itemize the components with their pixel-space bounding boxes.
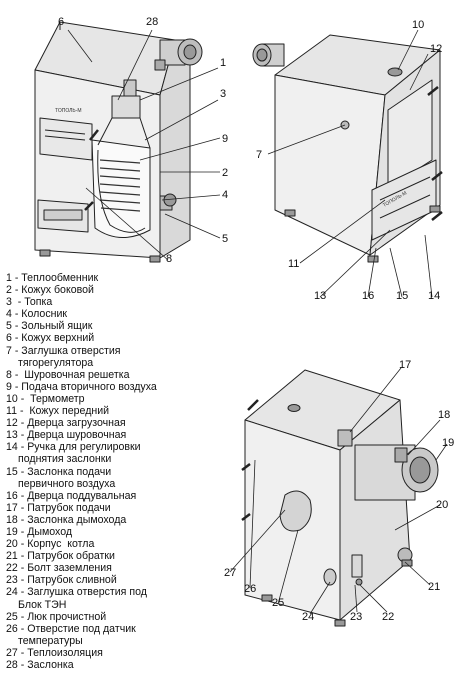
legend-item: 8 - Шуровочная решетка	[6, 368, 130, 381]
callout-15: 15	[396, 290, 408, 302]
legend-item: 25 - Люк прочистной	[6, 610, 107, 623]
callout-8: 8	[166, 253, 172, 265]
front-cutaway-view: ТОПОЛЬ-М	[34, 21, 203, 263]
callout-13: 13	[314, 290, 326, 302]
legend-item: 21 - Патрубок обратки	[6, 550, 115, 563]
legend-item-continuation: Блок ТЭН	[18, 598, 67, 611]
legend-item: 13 - Дверца шуровочная	[6, 429, 127, 442]
svg-text:ТОПОЛЬ-М: ТОПОЛЬ-М	[55, 108, 82, 114]
callout-20: 20	[436, 499, 448, 511]
callout-1: 1	[220, 57, 226, 69]
legend-item: 18 - Заслонка дымохода	[6, 513, 127, 526]
callout-3: 3	[220, 88, 226, 100]
callout-4: 4	[222, 189, 228, 201]
legend-item: 5 - Зольный ящик	[6, 320, 93, 333]
callout-2: 2	[222, 167, 228, 179]
legend-item: 6 - Кожух верхний	[6, 332, 95, 345]
callout-14: 14	[428, 290, 440, 302]
legend-item: 3 - Топка	[6, 296, 53, 309]
legend-item: 10 - Термометр	[6, 392, 85, 405]
legend-item: 15 - Заслонка подачи	[6, 465, 112, 478]
callout-18: 18	[438, 409, 450, 421]
legend-item: 12 - Дверца загрузочная	[6, 417, 126, 430]
legend-item: 4 - Колосник	[6, 308, 68, 321]
legend-item: 14 - Ручка для регулировки	[6, 441, 141, 454]
callout-27: 27	[224, 567, 236, 579]
legend-item: 20 - Корпус котла	[6, 538, 95, 551]
legend-item: 23 - Патрубок сливной	[6, 574, 117, 587]
rear-side-view: ТОПОЛЬ-М	[252, 34, 443, 263]
legend-item-continuation: поднятия заслонки	[18, 453, 112, 466]
legend-item: 28 - Заслонка	[6, 659, 74, 671]
legend-item: 22 - Болт заземления	[6, 562, 112, 575]
callout-25: 25	[272, 597, 284, 609]
callout-17: 17	[399, 359, 411, 371]
legend-item: 11 - Кожух передний	[6, 405, 110, 418]
legend-item: 24 - Заглушка отверстия под	[6, 586, 147, 599]
legend-item-continuation: первичного воздуха	[18, 477, 116, 490]
callout-6: 6	[58, 16, 64, 28]
rear-view	[241, 369, 439, 627]
legend-item: 26 - Отверстие под датчик	[6, 622, 136, 635]
legend-item-continuation: тягорегулятора	[18, 356, 94, 369]
legend-item: 16 - Дверца поддувальная	[6, 489, 137, 502]
legend-item: 9 - Подача вторичного воздуха	[6, 380, 157, 393]
callout-5: 5	[222, 233, 228, 245]
callout-10: 10	[412, 19, 424, 31]
callout-26: 26	[244, 583, 256, 595]
callout-7: 7	[256, 149, 262, 161]
legend-item: 7 - Заглушка отверстия	[6, 344, 121, 357]
legend-item: 1 - Теплообменник	[6, 272, 99, 284]
legend-item: 27 - Теплоизоляция	[6, 646, 103, 659]
legend-item: 17 - Патрубок подачи	[6, 501, 111, 514]
callout-19: 19	[442, 437, 454, 449]
callout-16: 16	[362, 290, 374, 302]
callout-11: 11	[288, 258, 299, 270]
callout-21: 21	[428, 581, 440, 593]
callout-23: 23	[350, 611, 362, 623]
legend-item-continuation: температуры	[18, 634, 83, 647]
legend-item: 2 - Кожух боковой	[6, 284, 94, 297]
legend-item: 19 - Дымоход	[6, 525, 73, 538]
callout-22: 22	[382, 611, 394, 623]
leader-lines	[67, 29, 448, 615]
callout-24: 24	[302, 611, 314, 623]
callout-labels: 6 28 1 3 9 2 4 5 8 10 12 7 11 13 16 15 1…	[58, 16, 454, 623]
callout-9: 9	[222, 133, 228, 145]
callout-12: 12	[430, 43, 442, 55]
callout-28: 28	[146, 16, 158, 28]
